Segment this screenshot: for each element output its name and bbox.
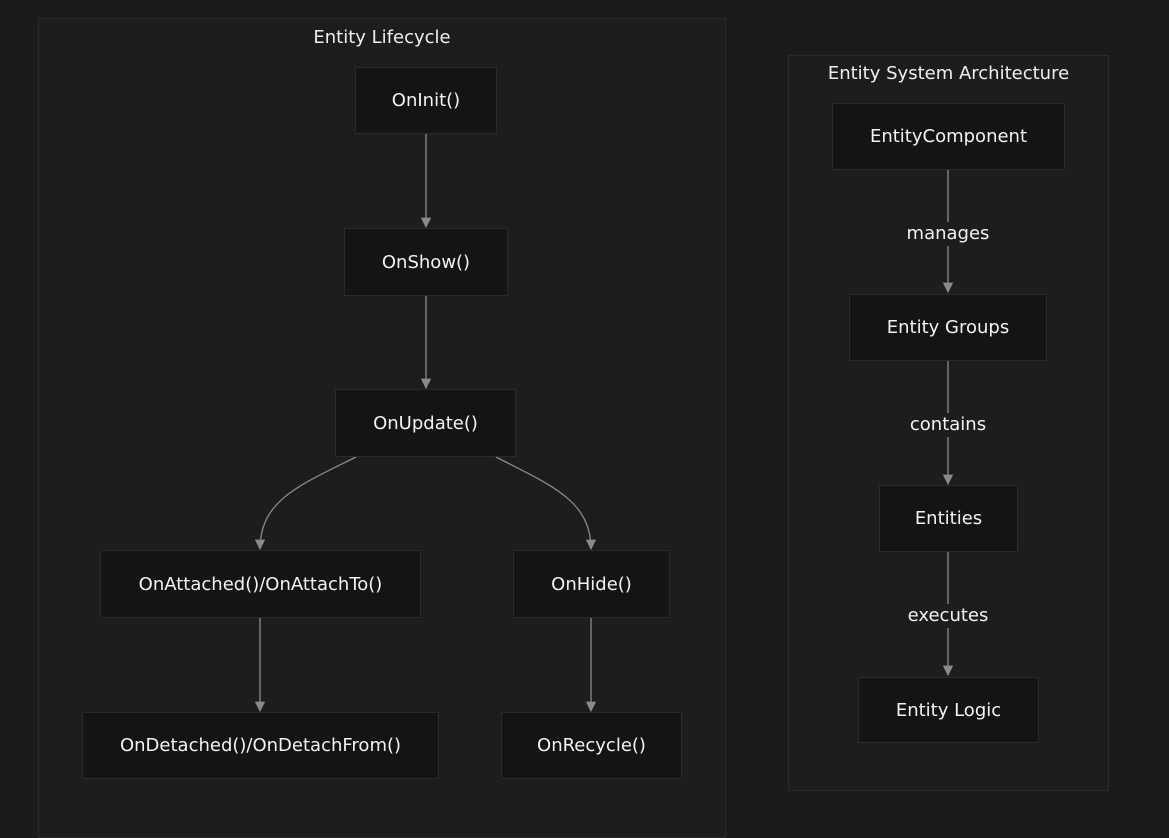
node-on-init: OnInit() — [355, 67, 497, 134]
node-entity-groups: Entity Groups — [849, 294, 1047, 361]
node-entity-logic: Entity Logic — [858, 677, 1039, 743]
edge-label-executes: executes — [878, 604, 1018, 628]
node-entity-component: EntityComponent — [832, 103, 1065, 170]
node-on-detached: OnDetached()/OnDetachFrom() — [82, 712, 439, 779]
node-on-update: OnUpdate() — [335, 389, 516, 457]
lifecycle-title: Entity Lifecycle — [313, 27, 451, 48]
node-on-attached: OnAttached()/OnAttachTo() — [100, 550, 421, 618]
node-on-recycle: OnRecycle() — [501, 712, 682, 779]
node-on-hide: OnHide() — [513, 550, 670, 618]
node-entities: Entities — [879, 485, 1018, 552]
architecture-title: Entity System Architecture — [827, 63, 1070, 84]
edge-label-contains: contains — [878, 413, 1018, 437]
edge-label-manages: manages — [878, 222, 1018, 246]
node-on-show: OnShow() — [344, 228, 508, 296]
